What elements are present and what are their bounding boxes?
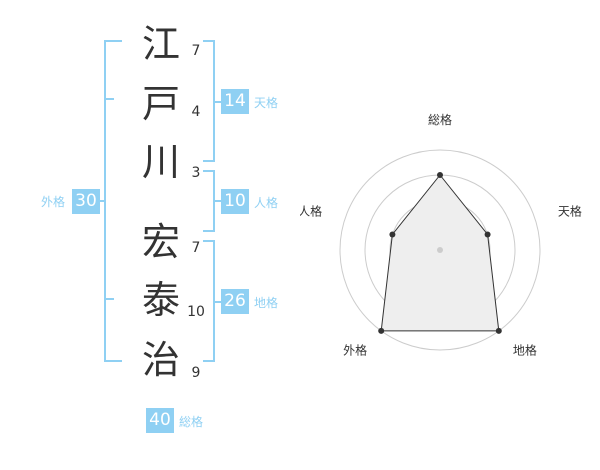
radar-axis-label: 総格 <box>428 112 452 127</box>
chikaku-connector <box>213 301 221 303</box>
tenkaku-connector <box>213 101 221 103</box>
name-char-1: 江 <box>141 22 180 66</box>
name-char-5: 泰 <box>141 278 180 322</box>
radar-center-dot <box>437 247 443 253</box>
stroke-count-3: 3 <box>191 165 201 181</box>
name-char-2: 戸 <box>141 82 180 126</box>
jinkaku-label: 人格 <box>254 196 279 210</box>
chikaku-label: 地格 <box>254 296 279 310</box>
name-char-6: 治 <box>141 338 180 382</box>
stroke-count-6: 9 <box>191 365 201 381</box>
radar-point-人格 <box>389 231 396 238</box>
soukaku-value: 40 <box>146 408 174 433</box>
stroke-count-4: 7 <box>191 240 201 256</box>
stroke-count-5: 10 <box>187 304 205 320</box>
name-char-3: 川 <box>141 140 180 184</box>
radar-axis-label: 人格 <box>300 204 322 219</box>
soukaku-label: 総格 <box>179 415 204 429</box>
tenkaku-label: 天格 <box>254 96 279 110</box>
gaikaku-tick-2 <box>104 298 114 300</box>
radar-axis-label: 外格 <box>343 342 367 357</box>
gaikaku-bracket <box>104 40 122 362</box>
radar-point-地格 <box>495 327 502 334</box>
gaikaku-value: 30 <box>72 189 100 214</box>
jinkaku-connector <box>213 200 221 202</box>
radar-axis-label: 地格 <box>513 342 537 357</box>
gaikaku-connector <box>98 200 106 202</box>
radar-point-外格 <box>378 327 385 334</box>
stroke-count-2: 4 <box>191 104 201 120</box>
name-char-4: 宏 <box>141 220 180 264</box>
gaikaku-label: 外格 <box>41 195 66 209</box>
jinkaku-value: 10 <box>221 189 249 214</box>
radar-axis-label: 天格 <box>558 204 582 219</box>
radar-ring-4 <box>339 149 541 351</box>
chikaku-value: 26 <box>221 289 249 314</box>
tenkaku-value: 14 <box>221 89 249 114</box>
radar-point-天格 <box>484 231 491 238</box>
stroke-count-1: 7 <box>191 43 201 59</box>
radar-point-総格 <box>437 172 443 178</box>
gaikaku-tick-1 <box>104 98 114 100</box>
